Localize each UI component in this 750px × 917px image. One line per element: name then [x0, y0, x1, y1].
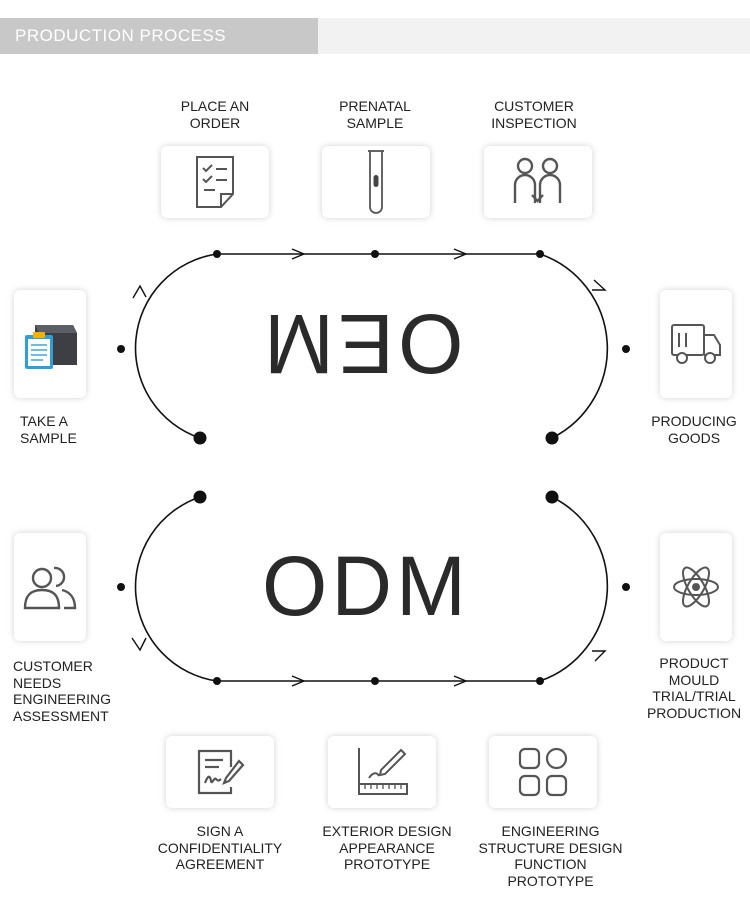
node-dot: [193, 490, 207, 504]
checklist-icon: [191, 154, 239, 210]
card-sign-agreement[interactable]: [166, 736, 274, 808]
oem-title: OEM: [260, 297, 464, 391]
node-dot: [545, 490, 559, 504]
clipboard-box-icon: [21, 315, 79, 373]
node-dot: [117, 345, 125, 353]
arrow-marker: [592, 650, 607, 662]
node-dot: [371, 250, 379, 258]
node-dot: [536, 677, 544, 685]
node-dot: [536, 250, 544, 258]
step-label: ENGINEERING STRUCTURE DESIGN FUNCTION PR…: [478, 823, 623, 889]
truck-icon: [670, 321, 722, 367]
step-label: PRODUCT MOULD TRIAL/TRIAL PRODUCTION: [646, 655, 742, 721]
card-exterior-design[interactable]: [328, 736, 436, 808]
card-producing-goods[interactable]: [660, 290, 732, 398]
card-place-an-order[interactable]: [161, 146, 269, 218]
people-icon: [512, 157, 564, 207]
node-dot: [622, 583, 630, 591]
card-customer-needs[interactable]: [14, 533, 86, 641]
users-icon: [22, 562, 78, 612]
step-label: TAKE A SAMPLE: [20, 413, 77, 446]
node-dot: [545, 431, 559, 445]
node-dot: [622, 345, 630, 353]
node-dot: [213, 677, 221, 685]
step-label: PLACE AN ORDER: [180, 98, 250, 131]
arrow-marker: [291, 248, 306, 260]
arrow-marker: [132, 284, 147, 299]
arrow-marker: [131, 637, 147, 652]
card-customer-inspection[interactable]: [484, 146, 592, 218]
odm-title: ODM: [262, 539, 470, 633]
step-label: PRODUCING GOODS: [651, 413, 737, 446]
arrow-marker: [291, 675, 306, 687]
signature-icon: [195, 747, 245, 797]
arrow-marker: [453, 248, 468, 260]
arrow-marker: [453, 675, 468, 687]
arrow-marker: [592, 279, 607, 291]
node-dot: [371, 677, 379, 685]
card-take-a-sample[interactable]: [14, 290, 86, 398]
test-tube-icon: [364, 149, 388, 215]
header-tab: [0, 18, 318, 54]
page-title: PRODUCTION PROCESS: [15, 26, 227, 45]
step-label: EXTERIOR DESIGN APPEARANCE PROTOTYPE: [322, 823, 452, 872]
atom-icon: [671, 562, 721, 612]
card-engineering-structure[interactable]: [489, 736, 597, 808]
node-dot: [213, 250, 221, 258]
step-label: CUSTOMER INSPECTION: [491, 98, 577, 131]
grid-icon: [518, 747, 568, 797]
design-pen-icon: [355, 746, 409, 798]
step-label: CUSTOMER NEEDS ENGINEERING ASSESSMENT: [13, 658, 112, 724]
node-dot: [117, 583, 125, 591]
card-product-mould[interactable]: [660, 533, 732, 641]
step-label: SIGN A CONFIDENTIALITY AGREEMENT: [157, 823, 283, 872]
card-prenatal-sample[interactable]: [322, 146, 430, 218]
step-label: PRENATAL SAMPLE: [339, 98, 411, 131]
node-dot: [193, 431, 207, 445]
